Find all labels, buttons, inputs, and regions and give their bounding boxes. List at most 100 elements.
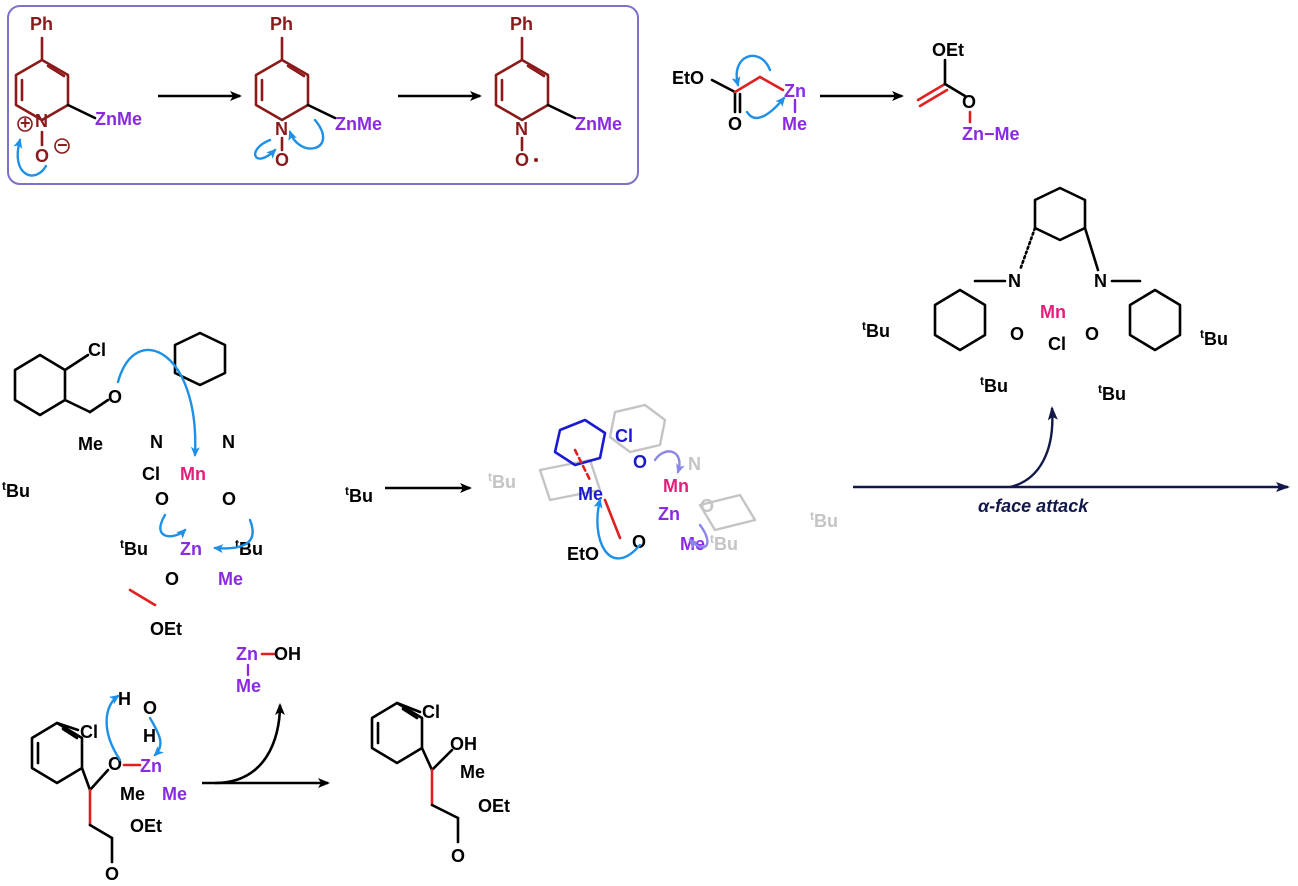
byproduct-zinc: Zn <box>236 644 258 664</box>
carbinol-methyl: Me <box>120 784 145 804</box>
ketone-oxygen: O <box>633 452 647 472</box>
nitrogen-label: N <box>275 119 288 139</box>
alpha-face-attack-step: α-face attack <box>853 406 1290 516</box>
phenoxide-o-left: O <box>155 489 169 509</box>
enolate-oxygen: O <box>632 532 646 552</box>
noxide-panel: Ph N O + − ZnMe Ph N O ZnMe <box>7 5 639 185</box>
zinc-label: Zn <box>180 539 202 559</box>
electron-push-arrow-1 <box>254 138 277 160</box>
imine-n: N <box>688 454 701 474</box>
tbu-bottom-right: tBu <box>1098 382 1126 404</box>
electron-push-arrow <box>13 138 48 177</box>
tbu-bottom: tBu <box>710 532 738 554</box>
ketone-oxygen: O <box>108 387 122 407</box>
ester-carbonyl-oxygen: O <box>451 846 465 866</box>
byproduct-release-arrow <box>214 703 285 785</box>
aryl-chloride: Cl <box>80 722 98 742</box>
zinc-methyl-label: Zn−Me <box>962 124 1020 144</box>
tbu-right: tBu <box>1200 327 1228 349</box>
phenyl-label: Ph <box>270 14 293 34</box>
oxygen-label: O <box>515 150 529 170</box>
zinc-label: Zn <box>140 756 162 776</box>
positive-charge-sign: + <box>20 113 31 133</box>
zinc-enolate-formation: EtO O Zn Me OEt O Zn−Me <box>672 40 1020 144</box>
ester-ethoxy: OEt <box>478 796 510 816</box>
mn-label: Mn <box>180 464 206 484</box>
electron-push-arrow-1 <box>593 498 642 560</box>
ester-carbonyl-oxygen: O <box>105 864 119 884</box>
hydroxyl-label: OH <box>450 734 477 754</box>
ester-ethoxy: OEt <box>130 816 162 836</box>
enolate-oxygen: O <box>962 92 976 112</box>
tbu-left: tBu <box>862 319 890 341</box>
byproduct-methyl: Me <box>236 676 261 696</box>
tbu-right: tBu <box>810 509 838 531</box>
methyl-label: Me <box>782 114 807 134</box>
chloride-label: Cl <box>1048 334 1066 354</box>
zinc-methyl: Me <box>680 534 705 554</box>
imine-n-left: N <box>150 432 163 452</box>
mn-salen-catalyst: N N Mn Cl O O tBu tBu tBu tBu <box>862 186 1228 404</box>
electron-push-arrow-1 <box>116 348 200 457</box>
oxygen-label: O <box>35 146 49 166</box>
znme-label: ZnMe <box>95 109 142 129</box>
imine-n-left: N <box>1008 271 1021 291</box>
chloride: Cl <box>142 464 160 484</box>
zinc-methyl: Me <box>162 784 187 804</box>
dihydropyridine-intermediate: Ph N O ZnMe <box>254 14 382 170</box>
imine-n-right: N <box>222 432 235 452</box>
water-h2: H <box>143 726 156 746</box>
tertiary-alcohol-product: Cl OH Me OEt O <box>370 701 510 866</box>
transition-state: tBu tBu tBu N Cl O Me Mn Zn Me O O EtO <box>488 403 838 564</box>
zinc-methyl: Me <box>218 569 243 589</box>
ethoxy-product-label: OEt <box>932 40 964 60</box>
mn-label: Mn <box>1040 302 1066 322</box>
water-h1: H <box>118 689 131 709</box>
electron-push-arrow-3 <box>213 518 254 554</box>
electron-push-arrow-1 <box>731 54 772 87</box>
tbu-right: tBu <box>345 484 373 506</box>
electron-push-arrow-3 <box>653 450 685 474</box>
carbonyl-oxygen: O <box>728 114 742 134</box>
enolate-oxygen: O <box>165 569 179 589</box>
zinc-label: Zn <box>784 81 806 101</box>
catalyst-release-arrow <box>1009 406 1058 489</box>
noxyl-radical: Ph N O ZnMe <box>494 14 622 170</box>
phenyl-label: Ph <box>30 14 53 34</box>
nitrogen-label: N <box>515 119 528 139</box>
tbu-bottom-left: tBu <box>980 374 1008 396</box>
panel-border <box>7 5 639 185</box>
catalyst-substrate-complex: Cl O Me N N Cl Mn O O Zn Me O OEt tBu tB… <box>2 331 373 639</box>
znme-label: ZnMe <box>575 114 622 134</box>
electron-push-arrow-1 <box>105 694 122 762</box>
zinc-label: Zn <box>658 504 680 524</box>
negative-charge-sign: − <box>57 135 68 155</box>
methyl-label: Me <box>460 762 485 782</box>
electron-push-arrow-2 <box>688 523 709 549</box>
electron-push-arrow-2 <box>148 716 164 757</box>
byproduct-hydroxide: OH <box>274 644 301 664</box>
ketone-methyl: Me <box>78 434 103 454</box>
alpha-face-attack-label: α-face attack <box>978 496 1089 516</box>
phenyl-label: Ph <box>510 14 533 34</box>
phenoxide-o: O <box>700 496 714 516</box>
ethoxy-label: OEt <box>150 619 182 639</box>
electron-push-arrow-2 <box>159 513 187 539</box>
znme-label: ZnMe <box>335 114 382 134</box>
pyridine-noxide-adduct: Ph N O + − ZnMe <box>13 14 142 177</box>
alkoxide-oxygen: O <box>108 754 122 774</box>
oxygen-label: O <box>275 150 289 170</box>
nitrogen-label: N <box>35 111 48 131</box>
phenoxide-o-right: O <box>222 489 236 509</box>
phenoxide-o-left: O <box>1010 324 1024 344</box>
aryl-chloride: Cl <box>88 340 106 360</box>
phenoxide-o-right: O <box>1085 324 1099 344</box>
aryl-chloride: Cl <box>422 702 440 722</box>
zinc-alkoxide-hydrolysis: Cl O Zn Me Me H O H OEt O <box>30 689 187 884</box>
tbu-left: tBu <box>488 470 516 492</box>
negative-charge <box>54 138 70 154</box>
ethoxy-label: EtO <box>567 544 599 564</box>
mn-label: Mn <box>663 476 689 496</box>
water-o: O <box>143 698 157 718</box>
